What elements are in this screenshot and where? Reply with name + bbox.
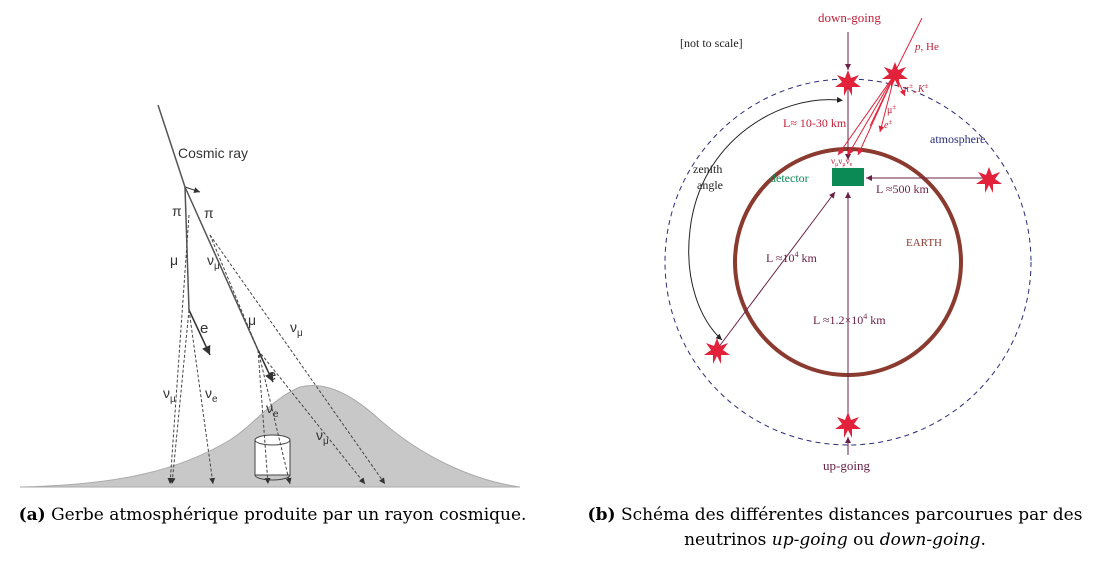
earth-neutrino-diagram: [not to scale] down-going up-going p, He… xyxy=(664,10,1032,473)
L-1e4-label: L ≈104 km xyxy=(766,250,817,265)
zenith-label-line1: zenith xyxy=(693,162,722,176)
nu-mu-label-2: νμ xyxy=(290,319,303,339)
star-top-right xyxy=(882,62,908,88)
caption-b-up-going: up-going xyxy=(771,530,848,550)
caption-b-mid: ou xyxy=(847,530,880,550)
up-going-label: up-going xyxy=(823,458,870,473)
caption-b: (b) Schéma des différentes distances par… xyxy=(575,503,1095,553)
star-lower-left xyxy=(704,338,730,364)
zenith-label-line2: angle xyxy=(697,178,723,192)
neutrino-distances-panel: [not to scale] down-going up-going p, He… xyxy=(560,0,1110,500)
caption-b-end: . xyxy=(980,530,986,550)
detector-box xyxy=(832,168,864,186)
interaction-stars xyxy=(704,62,1002,438)
caption-b-down-going: down-going xyxy=(879,530,981,550)
detector-label: detector xyxy=(770,171,809,185)
neutrino-flavors-label: νμνμνe xyxy=(831,156,853,168)
nu-mu-label-3: νμ xyxy=(163,385,176,405)
pi-left-label: π xyxy=(172,203,182,219)
atmosphere-circle xyxy=(664,78,1032,446)
pion-left-track xyxy=(184,186,190,311)
mu-left-label: μ xyxy=(170,252,178,268)
detector-cylinder xyxy=(254,434,291,481)
caption-a-tag: (a) xyxy=(18,505,46,525)
e-left-label: e xyxy=(200,320,208,337)
primary-label: p, He xyxy=(914,41,939,53)
cosmic-ray-track xyxy=(157,104,186,188)
down-going-label: down-going xyxy=(818,10,881,25)
muon-label: μ± xyxy=(887,103,896,116)
L-12e4-label: L ≈1.2×104 km xyxy=(813,312,886,327)
nu-e-label-2: νe xyxy=(266,400,279,420)
caption-a: (a) Gerbe atmosphérique produite par un … xyxy=(15,503,530,528)
atmosphere-label: atmosphere xyxy=(930,132,985,146)
L-500-label: L ≈500 km xyxy=(876,182,929,196)
star-right xyxy=(976,167,1002,193)
nu-e-label-1: νe xyxy=(205,385,218,405)
pion-right-track xyxy=(184,186,259,351)
caption-a-text: Gerbe atmosphérique produite par un rayo… xyxy=(51,505,527,525)
pi-right-label: π xyxy=(204,205,214,221)
e-right-label: e xyxy=(268,367,276,384)
earth-label: EARTH xyxy=(906,237,942,249)
zenith-angle-arc xyxy=(688,96,843,341)
caption-b-text: Schéma des différentes distances parcour… xyxy=(620,505,1083,550)
star-top xyxy=(835,70,861,96)
star-bottom xyxy=(835,412,861,438)
mu-right-label: μ xyxy=(248,312,256,328)
pion-kaon-label: π±, K± xyxy=(904,82,929,95)
neutrino-tracks xyxy=(167,214,386,485)
nu-mu-label-4: νμ xyxy=(316,427,329,447)
shower-diagram: Cosmic ray π π μ μ e e νμ νμ νμ νμ νe νe xyxy=(19,104,521,488)
cosmic-ray-shower-panel: Cosmic ray π π μ μ e e νμ νμ νμ νμ νe νe xyxy=(0,0,540,500)
not-to-scale-label: [not to scale] xyxy=(680,36,743,50)
cosmic-ray-label: Cosmic ray xyxy=(178,145,248,161)
electron-label: e± xyxy=(884,118,892,131)
L-10-30-label: L≈ 10-30 km xyxy=(783,116,847,130)
nu-mu-label-1: νμ xyxy=(207,252,220,272)
caption-b-tag: (b) xyxy=(587,505,616,525)
